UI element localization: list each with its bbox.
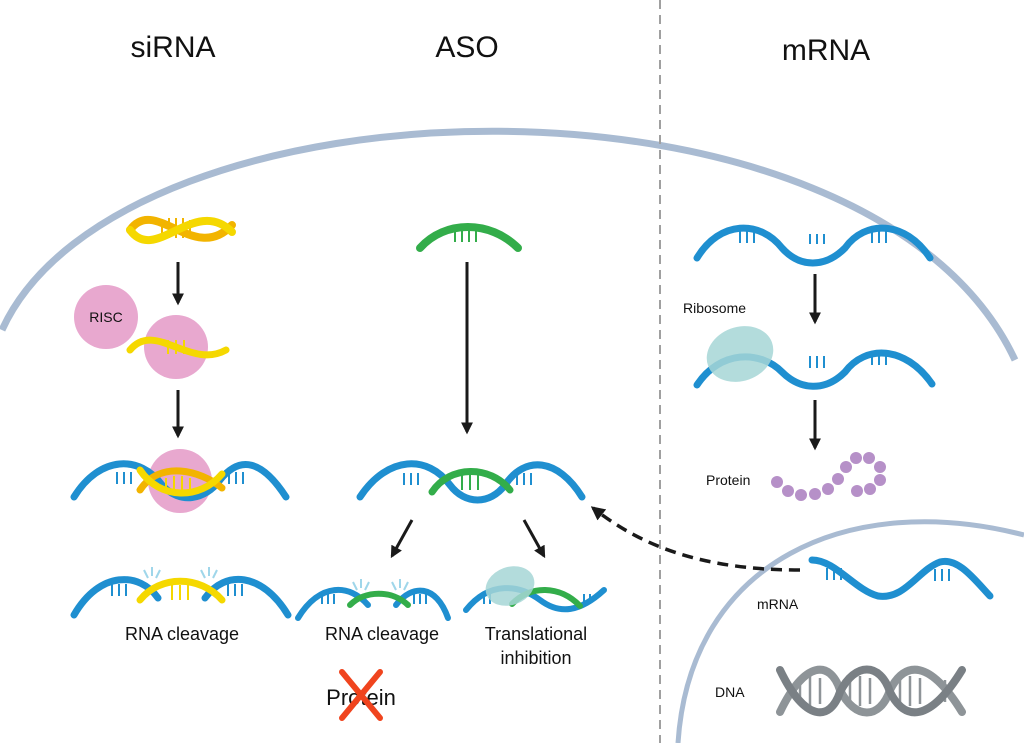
- title-sirna: siRNA: [130, 31, 215, 64]
- nuclear-mrna-label: mRNA: [757, 596, 799, 612]
- risc-guide-strand: [126, 336, 230, 359]
- sirna-duplex: [126, 215, 236, 245]
- aso-cleavage-label: RNA cleavage: [325, 624, 439, 644]
- title-aso: ASO: [435, 31, 498, 64]
- sirna-cleaved-rna: [70, 567, 292, 619]
- risc-complex: [74, 285, 138, 349]
- aso-cleaved-rna: [295, 579, 451, 621]
- aso-translational-block: [463, 566, 607, 613]
- arrow-aso-cleavage: [390, 519, 414, 559]
- protein-chain: [771, 452, 886, 501]
- protein-product-label: Protein: [706, 472, 750, 488]
- nucleus-membrane: [675, 519, 1024, 743]
- ribosome-label: Ribosome: [683, 300, 746, 316]
- dna-helix: [776, 665, 966, 717]
- ribosome: [706, 326, 774, 382]
- block-x-icon: [339, 669, 383, 721]
- translating-mrna: [693, 326, 936, 390]
- sirna-target-rna: [70, 460, 290, 502]
- sirna-cleavage-label: RNA cleavage: [125, 624, 239, 644]
- dna-label: DNA: [715, 684, 745, 700]
- risc-label: RISC: [89, 309, 122, 325]
- aso-strand: [416, 223, 522, 252]
- aso-target-rna: [356, 460, 586, 504]
- arrow-aso-inhibition: [522, 519, 546, 559]
- translational-label-1: Translational: [485, 624, 587, 644]
- mrna-export-arrow: [590, 506, 801, 572]
- translational-label-2: inhibition: [500, 648, 571, 668]
- nuclear-mrna: [808, 556, 994, 600]
- sirna-bound-strand: [136, 466, 226, 497]
- title-mrna: mRNA: [782, 34, 870, 67]
- aso-ribosome: [485, 566, 535, 606]
- cytoplasm-mrna: [693, 224, 934, 267]
